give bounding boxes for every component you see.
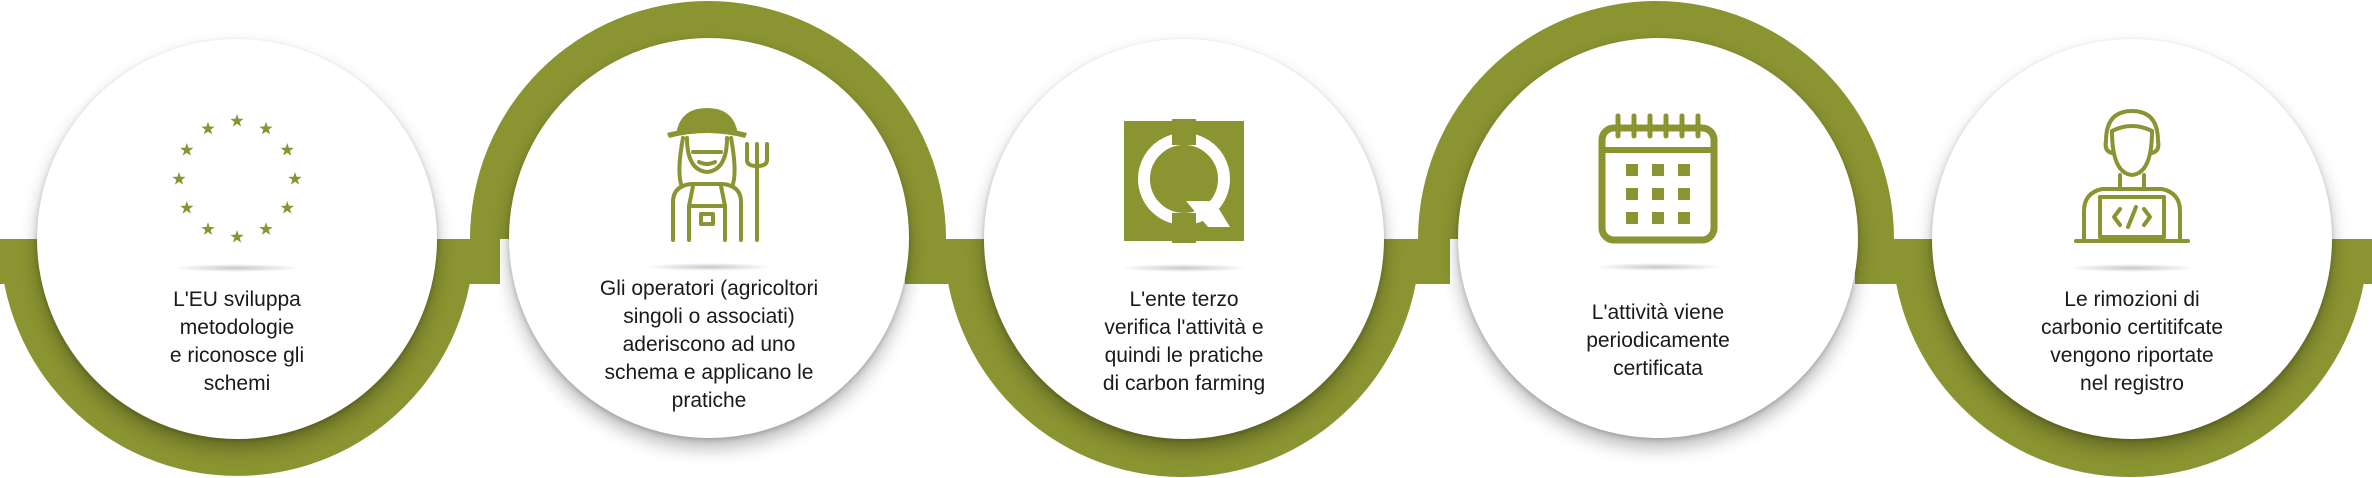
eu-star-icon: [180, 201, 194, 214]
step-2-line-5: pratiche: [671, 389, 747, 412]
step-1-line-4: schemi: [203, 372, 271, 395]
step-1-text: L'EU sviluppa metodologie e riconosce gl…: [77, 267, 397, 417]
calendar-icon: [1588, 100, 1728, 250]
eu-star-icon: [280, 201, 294, 214]
step-2: Gli operatori (agricoltori singoli o ass…: [509, 38, 909, 438]
eu-star-icon: [201, 121, 215, 135]
step-2-line-3: aderiscono ad uno: [622, 333, 796, 356]
farmer-icon: [639, 100, 779, 250]
step-4-line-2: periodicamente: [1586, 329, 1730, 352]
eu-star-icon: [259, 222, 273, 235]
step-3: L'ente terzo verifica l'attività e quind…: [984, 39, 1384, 439]
step-5-text: Le rimozioni di carbonio certitifcate ve…: [1972, 267, 2292, 417]
icon-shadow: [2067, 264, 2197, 272]
step-4: L'attività viene periodicamente certific…: [1458, 38, 1858, 438]
eu-star-icon: [201, 222, 215, 235]
step-5: Le rimozioni di carbonio certitifcate ve…: [1932, 39, 2332, 439]
icon-shadow: [1593, 263, 1723, 271]
step-5-line-2: carbonio certitifcate: [2040, 316, 2224, 339]
icon-shadow: [1119, 264, 1249, 272]
step-4-text: L'attività viene periodicamente certific…: [1498, 266, 1818, 416]
step-1-line-2: metodologie: [179, 316, 295, 339]
eu-star-icon: [172, 172, 186, 185]
step-5-line-4: nel registro: [2080, 372, 2184, 395]
eu-star-icon: [259, 121, 273, 135]
step-1: L'EU sviluppa metodologie e riconosce gl…: [37, 39, 437, 439]
registry-user-icon: [2062, 101, 2202, 251]
icon-shadow: [644, 263, 774, 271]
step-1-line-3: e riconosce gli: [169, 344, 305, 367]
eu-star-icon: [280, 143, 294, 156]
step-3-line-3: quindi le pratiche: [1104, 344, 1264, 367]
step-1-line-1: L'EU sviluppa: [173, 288, 301, 311]
step-4-line-1: L'attività viene: [1591, 301, 1725, 324]
step-2-line-2: singoli o associati): [623, 305, 795, 328]
step-3-text: L'ente terzo verifica l'attività e quind…: [1024, 267, 1344, 417]
eu-star-icon: [288, 172, 302, 185]
step-3-line-4: di carbon farming: [1102, 372, 1266, 395]
step-2-text: Gli operatori (agricoltori singoli o ass…: [549, 270, 869, 420]
step-5-line-3: vengono riportate: [2050, 344, 2214, 367]
step-4-line-3: certificata: [1613, 357, 1703, 380]
eu-star-icon: [180, 143, 194, 156]
step-2-line-4: schema e applicano le: [604, 361, 814, 384]
eu-star-icon: [230, 114, 244, 127]
certification-q-icon: [1114, 101, 1254, 251]
eu-star-icon: [230, 230, 244, 243]
step-2-line-1: Gli operatori (agricoltori: [599, 277, 819, 300]
step-5-line-1: Le rimozioni di: [2064, 288, 2200, 311]
step-3-line-1: L'ente terzo: [1129, 288, 1239, 311]
icon-shadow: [172, 264, 302, 272]
step-3-line-2: verifica l'attività e: [1104, 316, 1264, 339]
eu-stars-icon: [167, 101, 307, 251]
